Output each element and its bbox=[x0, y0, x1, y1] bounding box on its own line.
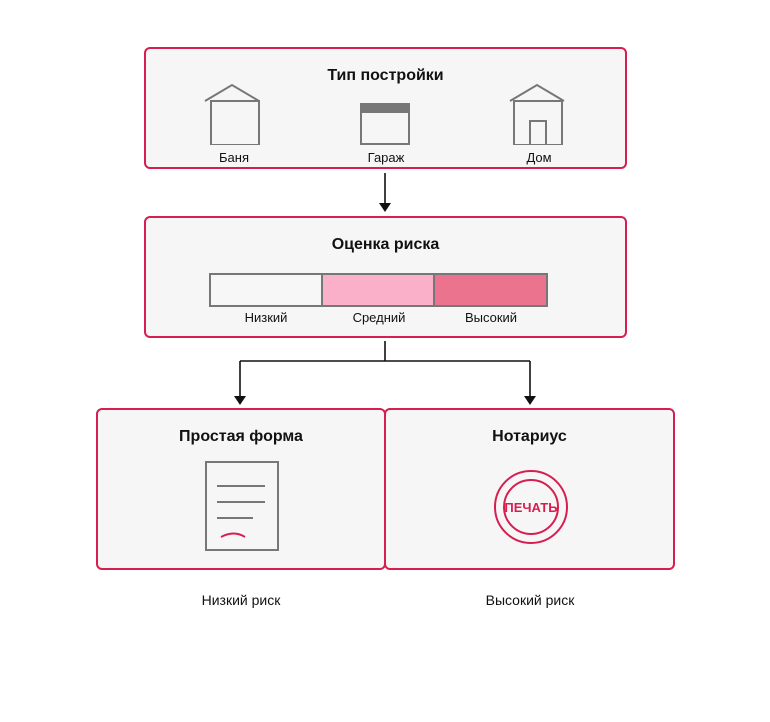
simple-form-box: Простая форма bbox=[96, 408, 386, 570]
stamp-label: ПЕЧАТЬ bbox=[504, 500, 557, 515]
bathhouse-icon bbox=[204, 83, 260, 145]
house-icon bbox=[509, 83, 565, 145]
simple-form-title: Простая форма bbox=[179, 428, 303, 445]
risk-level-medium-segment bbox=[321, 273, 435, 307]
arrow-type-to-risk bbox=[379, 173, 391, 212]
bathhouse-label: Баня bbox=[219, 150, 249, 165]
risk-level-medium-label: Средний bbox=[352, 310, 406, 325]
risk-level-low-label: Низкий bbox=[244, 310, 288, 325]
risk-level-high-label: Высокий bbox=[464, 310, 518, 325]
risk-assessment-title: Оценка риска bbox=[331, 236, 440, 253]
risk-assessment-box: Оценка риска Низкий Средний Высокий bbox=[144, 216, 627, 338]
risk-scale bbox=[209, 273, 548, 307]
building-type-box: Тип постройки Баня Гараж Дом bbox=[144, 47, 627, 169]
high-risk-caption: Высокий риск bbox=[485, 592, 575, 608]
low-risk-caption: Низкий риск bbox=[201, 592, 281, 608]
garage-icon bbox=[360, 103, 410, 145]
house-label: Дом bbox=[526, 150, 552, 165]
notary-title: Нотариус bbox=[492, 428, 567, 445]
arrow-risk-split bbox=[234, 341, 536, 405]
document-icon bbox=[205, 461, 279, 551]
building-type-title: Тип постройки bbox=[327, 67, 444, 84]
risk-level-high-segment bbox=[433, 273, 548, 307]
notary-box: Нотариус ПЕЧАТЬ bbox=[384, 408, 675, 570]
stamp-icon: ПЕЧАТЬ bbox=[494, 470, 568, 544]
garage-label: Гараж bbox=[367, 150, 405, 165]
risk-level-low-segment bbox=[209, 273, 323, 307]
